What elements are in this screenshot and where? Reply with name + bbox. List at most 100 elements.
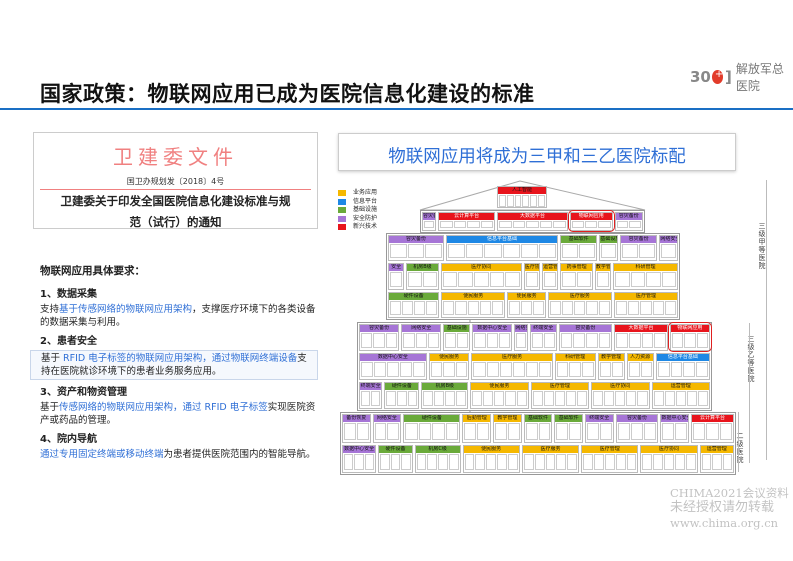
iot-highlight-circle xyxy=(667,322,712,352)
block-header: 云计算平台 xyxy=(692,415,733,422)
block-header: 便民服务 xyxy=(429,354,469,361)
block-header: 便民服务 xyxy=(442,292,505,300)
block-cell xyxy=(512,221,526,228)
diagram-block: 容灾备份 xyxy=(359,324,400,351)
block-cell xyxy=(422,272,437,287)
block-header: 药事管理 xyxy=(561,264,592,272)
block-header: 后勤管理 xyxy=(463,415,491,422)
policy-document-card: 卫建委文件 国卫办规划发〔2018〕4号 卫建委关于印发全国医院信息化建设标准与… xyxy=(33,132,318,229)
block-cell xyxy=(693,423,706,440)
diagram-block: 终端安全 xyxy=(584,414,614,443)
block-cell xyxy=(373,362,386,377)
block-cell xyxy=(598,221,611,228)
block-cell xyxy=(512,362,525,377)
block-header: 大数据平台 xyxy=(615,325,667,332)
block-header: 物联网应用 xyxy=(670,325,709,332)
iot-highlight-circle xyxy=(568,210,615,232)
highlighted-text: 传感网络的物联网应用架构，通过 RFID 电子标签 xyxy=(59,402,268,413)
diagram-block: 网络安全 xyxy=(372,414,402,443)
block-cell xyxy=(585,221,598,228)
block-cell xyxy=(407,244,425,259)
block-cell xyxy=(497,453,507,470)
legend-swatch xyxy=(338,198,346,205)
diagram-block: 云计算平台 xyxy=(438,212,495,231)
block-cell xyxy=(526,221,539,228)
block-header: 医疗服务 xyxy=(472,354,552,361)
block-cell xyxy=(567,453,578,470)
block-cell xyxy=(371,391,381,406)
block-header: 基础软件 xyxy=(524,415,552,422)
block-cell xyxy=(354,453,364,470)
block-cell xyxy=(644,423,657,440)
document-title-line1: 卫建委关于印发全国医院信息化建设标准与规 xyxy=(60,194,291,208)
block-cell xyxy=(364,453,375,470)
block-header: 安全 xyxy=(389,264,404,272)
block-cell xyxy=(456,391,467,406)
block-header: 科研管理 xyxy=(555,354,595,361)
block-header: 云计算平台 xyxy=(439,213,494,220)
block-header: 网络安全 xyxy=(660,236,677,243)
legend-label: 业务应用 xyxy=(353,189,378,196)
block-header: 备份恢复 xyxy=(343,415,370,422)
block-cell xyxy=(495,423,507,440)
block-header: 教学管理 xyxy=(595,264,611,272)
legend-item: 安全防护 xyxy=(338,215,377,224)
block-cell xyxy=(525,423,538,440)
block-cell xyxy=(553,221,566,228)
diagram-block: 云计算平台 xyxy=(691,414,734,443)
block-cell xyxy=(457,333,469,348)
block-cell xyxy=(604,391,615,406)
block-cell xyxy=(664,300,676,315)
block-cell xyxy=(380,453,390,470)
block-header: 人力资源 xyxy=(627,354,653,361)
block-cell xyxy=(473,362,486,377)
block-cell xyxy=(599,362,611,377)
block-cell xyxy=(361,391,371,406)
block-header: 数据中心安全 xyxy=(661,415,689,422)
highlighted-text: RFID 电子标签的物联网应用架构，通过物联网终端设备 xyxy=(63,353,298,364)
block-cell xyxy=(479,300,492,315)
diagram-block: 机房C级 xyxy=(414,444,461,473)
block-cell xyxy=(405,423,418,440)
diagram-block: 硬件设备 xyxy=(378,444,413,473)
legend-item: 信息平台 xyxy=(338,198,377,207)
block-cell xyxy=(554,391,565,406)
title-divider xyxy=(0,108,793,110)
block-cell xyxy=(683,362,696,377)
diagram-block: 机房B级 xyxy=(421,382,469,409)
block-header: 医疗协同 xyxy=(524,264,540,272)
requirement-text: 支持基于传感网络的物联网应用架构，支撑医疗环境下的各类设备的数据采集与利用。 xyxy=(40,303,320,329)
block-cell xyxy=(521,300,532,315)
diagram-block: 医疗协同 xyxy=(640,444,698,473)
text: 支持在医院就诊环境下的患者业务服务应用。 xyxy=(41,353,307,377)
block-cell xyxy=(531,333,543,348)
block-cell xyxy=(654,333,666,348)
legend-swatch xyxy=(338,224,346,231)
hospital-level-label: 三级甲等医院 xyxy=(758,222,766,270)
block-header: 容灾备份 xyxy=(360,325,399,332)
block-cell xyxy=(626,391,637,406)
document-issuer: 卫建委文件 xyxy=(113,145,238,169)
block-cell xyxy=(401,453,411,470)
block-header: 医疗管理 xyxy=(531,383,589,390)
block-cell xyxy=(615,453,626,470)
block-cell xyxy=(545,453,556,470)
block-cell xyxy=(477,423,490,440)
block-cell xyxy=(719,423,732,440)
block-cell xyxy=(472,391,483,406)
diagram-block: 数据中心安全 xyxy=(359,353,427,380)
block-header: 医疗协同 xyxy=(641,445,697,453)
block-cell xyxy=(598,300,610,315)
block-header: 机房B级 xyxy=(422,383,468,390)
diagram-block: 物联网应用 xyxy=(669,324,710,351)
block-cell xyxy=(697,391,709,406)
block-cell xyxy=(601,244,616,259)
block-cell xyxy=(516,333,526,348)
block-cell xyxy=(525,362,538,377)
block-cell xyxy=(443,300,455,315)
block-header: 硬件设备 xyxy=(385,383,419,390)
diagram-block: 便民服务 xyxy=(507,291,546,318)
diagram-block: 医疗协同 xyxy=(440,263,522,290)
diagram-block: 物联网应用 xyxy=(570,212,613,231)
block-cell xyxy=(544,272,557,287)
